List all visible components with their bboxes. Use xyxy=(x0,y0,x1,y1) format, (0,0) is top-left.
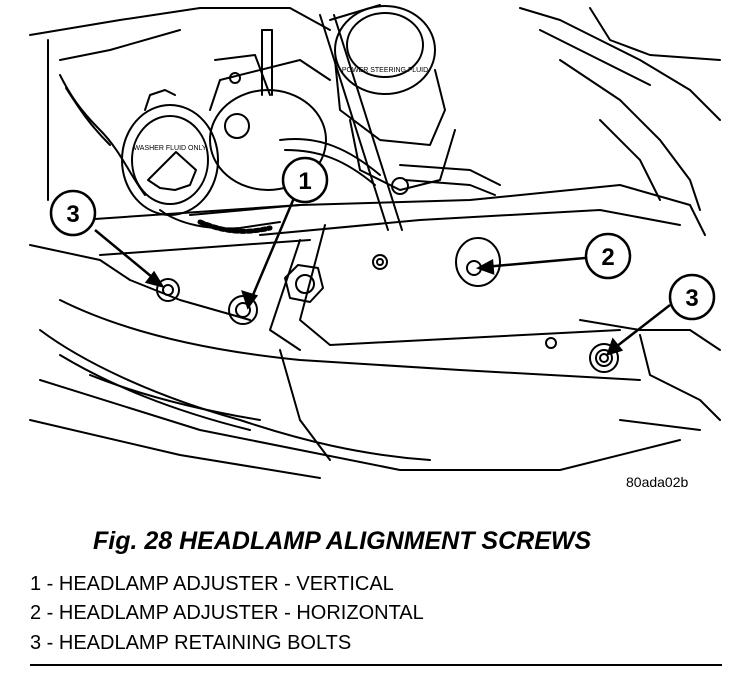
legend-item-2: 2 - HEADLAMP ADJUSTER - HORIZONTAL xyxy=(30,602,424,624)
callout-3-right-label: 3 xyxy=(685,285,698,312)
callout-3-right-circle xyxy=(668,273,716,321)
headlamp-alignment-illustration: 1 3 2 3 WASHER FLUID ONLY POWER STEERING… xyxy=(29,4,721,479)
bottom-rule xyxy=(30,664,722,666)
callout-1-label: 1 xyxy=(298,168,311,195)
power-steering-cap-label: POWER STEERING FLUID xyxy=(342,67,428,74)
callout-3-left-circle xyxy=(49,189,97,237)
callout-3-left-label: 3 xyxy=(66,201,79,228)
callout-2-circle xyxy=(584,232,632,280)
legend-item-3: 3 - HEADLAMP RETAINING BOLTS xyxy=(30,632,352,654)
figure-code: 80ada02b xyxy=(626,474,689,490)
figure-caption: Fig. 28 HEADLAMP ALIGNMENT SCREWS xyxy=(93,527,592,555)
callout-2-label: 2 xyxy=(601,244,614,271)
washer-fluid-cap-label: WASHER FLUID ONLY xyxy=(133,145,206,152)
callout-1-circle xyxy=(281,156,329,204)
legend-item-1: 1 - HEADLAMP ADJUSTER - VERTICAL xyxy=(30,573,394,595)
